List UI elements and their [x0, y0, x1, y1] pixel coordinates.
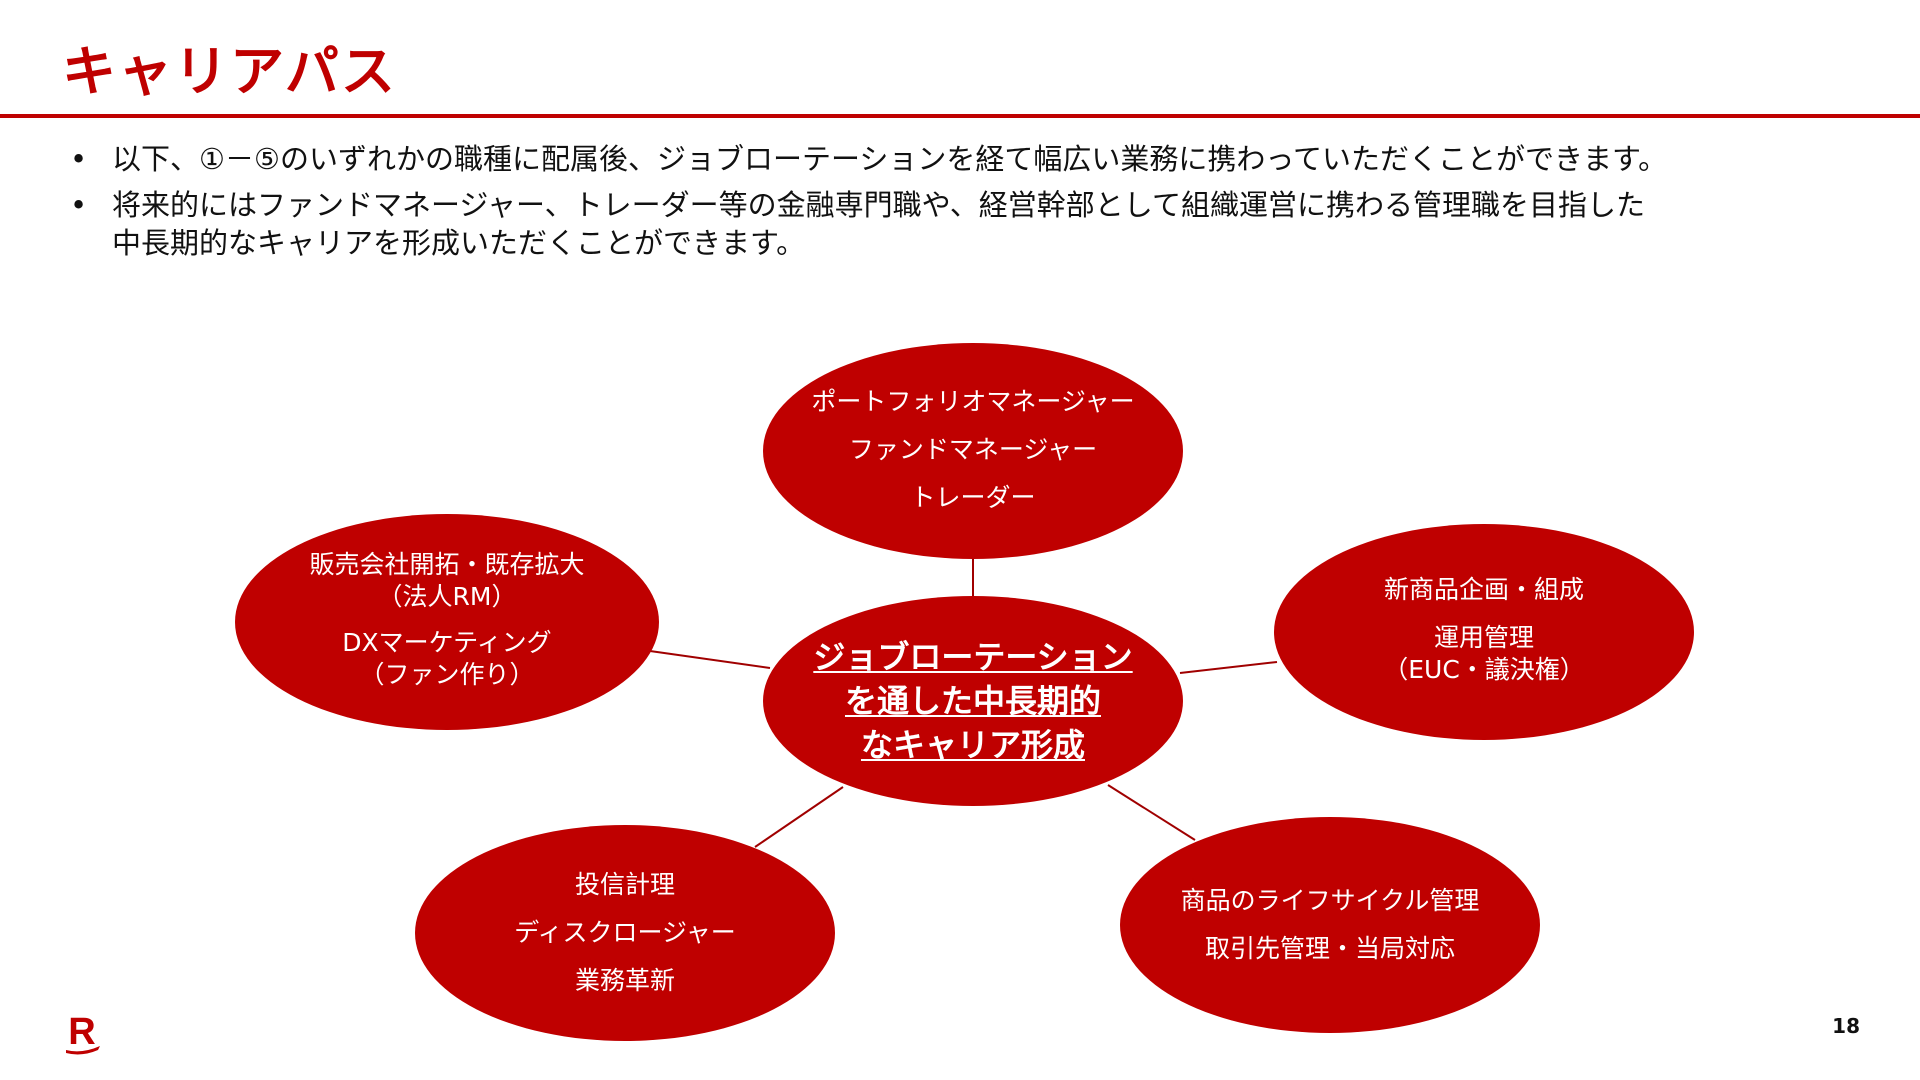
node-left-line: （ファン作り）: [359, 660, 535, 689]
node-top-line: トレーダー: [910, 483, 1036, 512]
bullet-text: 以下、①－⑤のいずれかの職種に配属後、ジョブローテーションを経て幅広い業務に携わ…: [112, 142, 1668, 176]
node-bottom-left-line: ディスクロージャー: [514, 918, 736, 947]
connector-line-right: [1179, 661, 1278, 674]
bullet-item: • 以下、①－⑤のいずれかの職種に配属後、ジョブローテーションを経て幅広い業務に…: [70, 140, 1770, 178]
node-center-line: を通した中長期的: [844, 682, 1101, 720]
page-title: キャリアパス: [62, 40, 397, 103]
title-divider: [0, 114, 1920, 118]
node-left: 販売会社開拓・既存拡大 （法人RM） DXマーケティング （ファン作り）: [237, 540, 657, 700]
node-bottom-left-ellipse: [415, 825, 835, 1041]
page-number: 18: [1832, 1014, 1860, 1038]
node-right-ellipse: [1274, 524, 1694, 740]
connector-line-bottom-left: [754, 786, 844, 848]
bullet-marker: •: [70, 188, 88, 222]
node-top-line: ファンドマネージャー: [848, 435, 1098, 464]
node-bottom-right-ellipse: [1120, 817, 1540, 1033]
node-top-line: ポートフォリオマネージャー: [811, 387, 1135, 416]
connector-line-bottom-right: [1107, 784, 1196, 841]
node-center-ellipse: [763, 596, 1183, 806]
node-bottom-right-line: 商品のライフサイクル管理: [1180, 886, 1480, 915]
node-left-line: 販売会社開拓・既存拡大: [309, 550, 585, 579]
node-bottom-right-line: 取引先管理・当局対応: [1204, 934, 1455, 963]
node-right: 新商品企画・組成 運用管理 （EUC・議決権）: [1274, 565, 1694, 695]
bullet-text: 将来的にはファンドマネージャー、トレーダー等の金融専門職や、経営幹部として組織運…: [112, 188, 1645, 222]
node-right-line: 運用管理: [1433, 623, 1534, 652]
node-bottom-right: 商品のライフサイクル管理 取引先管理・当局対応: [1120, 870, 1540, 980]
node-right-line: （EUC・議決権）: [1383, 655, 1585, 684]
bullet-marker: •: [70, 142, 88, 176]
bullet-text: 中長期的なキャリアを形成いただくことができます。: [112, 226, 806, 260]
node-bottom-left-line: 業務革新: [574, 966, 675, 995]
node-bottom-left-line: 投信計理: [574, 870, 675, 899]
bullet-list: • 以下、①－⑤のいずれかの職種に配属後、ジョブローテーションを経て幅広い業務に…: [70, 140, 1770, 270]
connector-line-left: [649, 650, 771, 669]
node-center-line: ジョブローテーション: [813, 638, 1133, 676]
node-right-line: 新商品企画・組成: [1383, 575, 1584, 604]
node-center-line: なキャリア形成: [860, 726, 1085, 764]
node-top: ポートフォリオマネージャー ファンドマネージャー トレーダー: [763, 375, 1183, 525]
node-top-ellipse: [763, 343, 1183, 559]
bullet-item: • 将来的にはファンドマネージャー、トレーダー等の金融専門職や、経営幹部として組…: [70, 186, 1770, 262]
node-left-line: （法人RM）: [377, 582, 517, 611]
node-center: ジョブローテーション を通した中長期的 なキャリア形成: [763, 630, 1183, 772]
node-bottom-left: 投信計理 ディスクロージャー 業務革新: [415, 858, 835, 1008]
node-left-ellipse: [235, 514, 659, 730]
logo-letter: R: [68, 1011, 95, 1053]
node-left-line: DXマーケティング: [342, 628, 552, 657]
rakuten-logo-icon: R: [66, 1011, 100, 1055]
